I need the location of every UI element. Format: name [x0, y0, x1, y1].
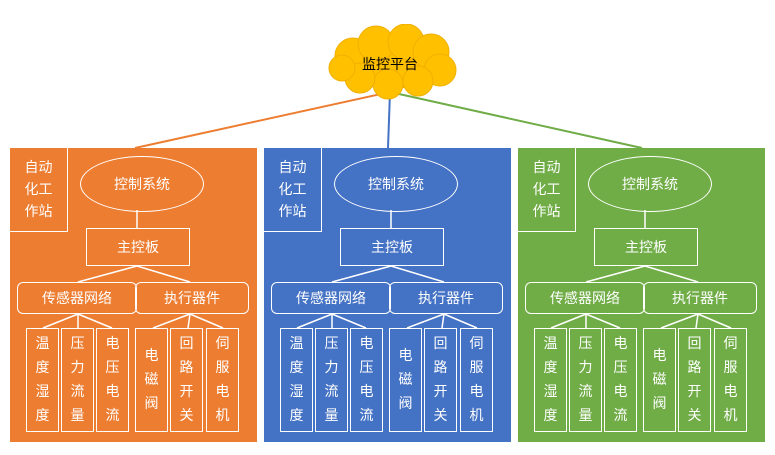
connector-line: [443, 313, 478, 329]
actuator-item-1: 电磁阀: [135, 328, 168, 432]
sensor-item-1-label: 温度湿度: [35, 336, 50, 424]
workstation-label-label: 自动化工作站: [532, 159, 561, 220]
connector-line: [695, 313, 699, 329]
connector-line: [296, 313, 333, 329]
panel-connectors: [296, 210, 478, 329]
actuator-item-3-label: 伺服电机: [215, 336, 230, 424]
actuator-item-1: 电磁阀: [389, 328, 422, 432]
connector-line: [441, 313, 445, 329]
link-green: [389, 91, 643, 149]
actuator-item-3: 伺服电机: [206, 328, 239, 432]
connector-line: [390, 265, 445, 283]
workstation-label: 自动化工作站: [264, 148, 322, 232]
sensor-network-label: 传感器网络: [42, 291, 112, 307]
actuator-item-3: 伺服电机: [714, 328, 747, 432]
connector-line: [42, 313, 79, 329]
connector-line: [697, 313, 732, 329]
actuators: 执行器件: [135, 282, 249, 314]
workstation-panel-2: 自动化工作站 控制系统主控板传感器网络 执行器件温度湿度 压力流量 电压电流 电磁阀 回路开…: [264, 148, 511, 442]
sensor-item-1: 温度湿度: [280, 328, 313, 432]
sensor-item-2: 压力流量: [569, 328, 602, 432]
workstation-panel-3: 自动化工作站 控制系统主控板传感器网络 执行器件温度湿度 压力流量 电压电流 电磁阀 回路开…: [518, 148, 765, 442]
connector-line: [331, 313, 367, 329]
control-system-label: 控制系统: [114, 177, 170, 193]
connector-line: [77, 313, 113, 329]
sensor-network-label: 传感器网络: [550, 291, 620, 307]
control-system: 控制系统: [80, 156, 204, 212]
sensor-item-2-label: 压力流量: [324, 336, 339, 424]
sensor-network: 传感器网络: [17, 282, 137, 314]
connector-line: [331, 265, 392, 283]
workstation-label: 自动化工作站: [10, 148, 68, 232]
connector-line: [152, 313, 191, 329]
platform-label: 监控平台: [362, 57, 418, 73]
panel-connectors: [42, 210, 224, 329]
connector-line: [136, 265, 191, 283]
main-control-board: 主控板: [594, 228, 698, 266]
main-control-board-label: 主控板: [371, 240, 413, 256]
sensor-item-3: 电压电流: [604, 328, 637, 432]
sensor-item-1: 温度湿度: [26, 328, 59, 432]
actuator-item-2: 回路开关: [170, 328, 203, 432]
connector-line: [660, 313, 699, 329]
connector-line: [406, 313, 445, 329]
monitoring-platform-cloud: [328, 24, 457, 100]
sensor-item-2-label: 压力流量: [70, 336, 85, 424]
actuators: 执行器件: [389, 282, 503, 314]
sensor-network-label: 传感器网络: [296, 291, 366, 307]
link-orange: [134, 91, 391, 149]
connector-line: [187, 313, 191, 329]
actuators: 执行器件: [643, 282, 757, 314]
connector-line: [550, 313, 587, 329]
workstation-label: 自动化工作站: [518, 148, 576, 232]
sensor-item-1-label: 温度湿度: [289, 336, 304, 424]
actuator-item-2-label: 回路开关: [687, 336, 702, 424]
sensor-item-2-label: 压力流量: [578, 336, 593, 424]
workstation-label-label: 自动化工作站: [24, 159, 53, 220]
actuator-item-1: 电磁阀: [643, 328, 676, 432]
main-control-board: 主控板: [86, 228, 190, 266]
actuator-item-2-label: 回路开关: [433, 336, 448, 424]
connector-line: [189, 313, 224, 329]
sensor-item-1-label: 温度湿度: [543, 336, 558, 424]
main-control-board-label: 主控板: [117, 240, 159, 256]
actuator-item-1-label: 电磁阀: [398, 348, 413, 412]
actuator-item-3-label: 伺服电机: [469, 336, 484, 424]
connector-line: [644, 265, 699, 283]
main-control-board: 主控板: [340, 228, 444, 266]
control-system-label: 控制系统: [368, 177, 424, 193]
sensor-item-2: 压力流量: [61, 328, 94, 432]
sensor-item-1: 温度湿度: [534, 328, 567, 432]
panel-connectors: [550, 210, 732, 329]
sensor-item-3-label: 电压电流: [613, 336, 628, 424]
actuator-item-1-label: 电磁阀: [652, 348, 667, 412]
connector-line: [585, 265, 646, 283]
sensor-item-3: 电压电流: [350, 328, 383, 432]
sensor-item-3-label: 电压电流: [105, 336, 120, 424]
control-system-label: 控制系统: [622, 177, 678, 193]
main-control-board-label: 主控板: [625, 240, 667, 256]
workstation-panel-1: 自动化工作站 控制系统主控板传感器网络 执行器件温度湿度 压力流量 电压电流 电磁阀 回路开…: [10, 148, 257, 442]
sensor-item-2: 压力流量: [315, 328, 348, 432]
actuator-item-2: 回路开关: [678, 328, 711, 432]
actuator-item-3-label: 伺服电机: [723, 336, 738, 424]
connector-line: [585, 313, 621, 329]
sensor-item-3: 电压电流: [96, 328, 129, 432]
control-system: 控制系统: [334, 156, 458, 212]
actuator-item-2-label: 回路开关: [179, 336, 194, 424]
actuator-item-3: 伺服电机: [460, 328, 493, 432]
actuators-label: 执行器件: [418, 291, 474, 307]
sensor-item-3-label: 电压电流: [359, 336, 374, 424]
actuator-item-2: 回路开关: [424, 328, 457, 432]
actuators-label: 执行器件: [672, 291, 728, 307]
link-blue: [387, 91, 391, 149]
connector-line: [77, 265, 138, 283]
actuators-label: 执行器件: [164, 291, 220, 307]
workstation-label-label: 自动化工作站: [278, 159, 307, 220]
sensor-network: 传感器网络: [271, 282, 391, 314]
control-system: 控制系统: [588, 156, 712, 212]
actuator-item-1-label: 电磁阀: [144, 348, 159, 412]
sensor-network: 传感器网络: [525, 282, 645, 314]
